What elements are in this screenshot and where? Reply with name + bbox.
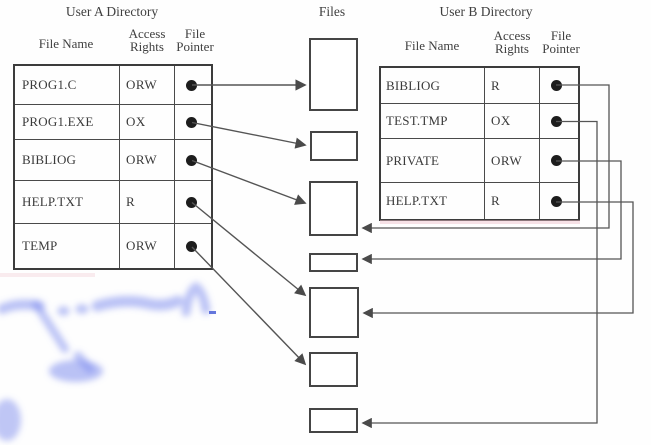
- file-box-1: [309, 38, 358, 111]
- file-pointer-dot: [186, 196, 197, 208]
- file-name-cell: PROG1.C: [15, 66, 120, 104]
- file-pointer-cell: [175, 140, 211, 180]
- file-pointer-cell: [175, 105, 211, 139]
- user-b-directory-title: User B Directory: [439, 4, 533, 19]
- table-row: PROG1.EXE OX: [15, 105, 211, 140]
- user-b-access-rights-header: Access Rights: [493, 28, 531, 56]
- table-row: TEST.TMP OX: [381, 104, 578, 139]
- pink-highlight-mark: [0, 273, 95, 277]
- file-box-6: [309, 352, 358, 387]
- file-name-cell: BIBLIOG: [381, 68, 485, 103]
- file-pointer-cell: [540, 139, 578, 182]
- table-row: HELP.TXT R: [381, 183, 578, 219]
- handwriting-smudge: [0, 281, 211, 441]
- table-row: HELP.TXT R: [15, 181, 211, 224]
- file-name-cell: BIBLIOG: [15, 140, 120, 180]
- file-box-2: [310, 131, 358, 161]
- user-a-file-name-header: File Name: [38, 36, 94, 51]
- table-row: BIBLIOG ORW: [15, 140, 211, 181]
- table-row: PRIVATE ORW: [381, 139, 578, 183]
- blue-ink-dash: [209, 311, 216, 314]
- file-name-cell: TEMP: [15, 224, 120, 268]
- file-pointer-cell: [540, 183, 578, 219]
- access-rights-cell: OX: [485, 104, 540, 138]
- file-name-cell: TEST.TMP: [381, 104, 485, 138]
- file-box-5: [309, 287, 359, 338]
- file-pointer-cell: [175, 224, 211, 268]
- file-pointer-cell: [540, 104, 578, 138]
- user-a-file-pointer-header: File Pointer: [176, 26, 214, 54]
- table-row: PROG1.C ORW: [15, 66, 211, 105]
- file-pointer-dot: [551, 155, 562, 166]
- file-pointer-dot: [551, 195, 562, 207]
- access-rights-cell: R: [120, 181, 175, 223]
- file-name-cell: PRIVATE: [381, 139, 485, 182]
- access-rights-cell: ORW: [120, 66, 175, 104]
- file-pointer-dot: [186, 79, 197, 91]
- file-name-cell: HELP.TXT: [381, 183, 485, 219]
- user-b-directory-table: BIBLIOG R TEST.TMP OX PRIVATE ORW HELP.T…: [379, 66, 580, 221]
- file-box-7: [309, 408, 358, 433]
- user-a-access-rights-header: Access Rights: [128, 26, 166, 54]
- file-box-3: [309, 181, 358, 236]
- access-rights-cell: OX: [120, 105, 175, 139]
- file-pointer-dot: [186, 240, 197, 252]
- file-pointer-dot: [186, 116, 197, 128]
- file-box-4: [309, 253, 358, 272]
- table-row: BIBLIOG R: [381, 68, 578, 104]
- file-pointer-dot: [551, 115, 562, 127]
- file-pointer-dot: [186, 154, 197, 166]
- user-a-directory-table: PROG1.C ORW PROG1.EXE OX BIBLIOG ORW HEL…: [13, 64, 213, 270]
- table-row: TEMP ORW: [15, 224, 211, 268]
- file-pointer-cell: [540, 68, 578, 103]
- user-b-file-pointer-header: File Pointer: [542, 28, 580, 56]
- access-rights-cell: ORW: [120, 224, 175, 268]
- files-column-title: Files: [318, 4, 346, 19]
- user-b-file-name-header: File Name: [404, 38, 460, 53]
- file-name-cell: HELP.TXT: [15, 181, 120, 223]
- access-rights-cell: ORW: [120, 140, 175, 180]
- file-pointer-dot: [551, 80, 562, 91]
- file-pointer-cell: [175, 181, 211, 223]
- file-pointer-cell: [175, 66, 211, 104]
- file-name-cell: PROG1.EXE: [15, 105, 120, 139]
- user-a-directory-title: User A Directory: [65, 4, 159, 19]
- access-rights-cell: R: [485, 68, 540, 103]
- access-rights-cell: ORW: [485, 139, 540, 182]
- access-rights-cell: R: [485, 183, 540, 219]
